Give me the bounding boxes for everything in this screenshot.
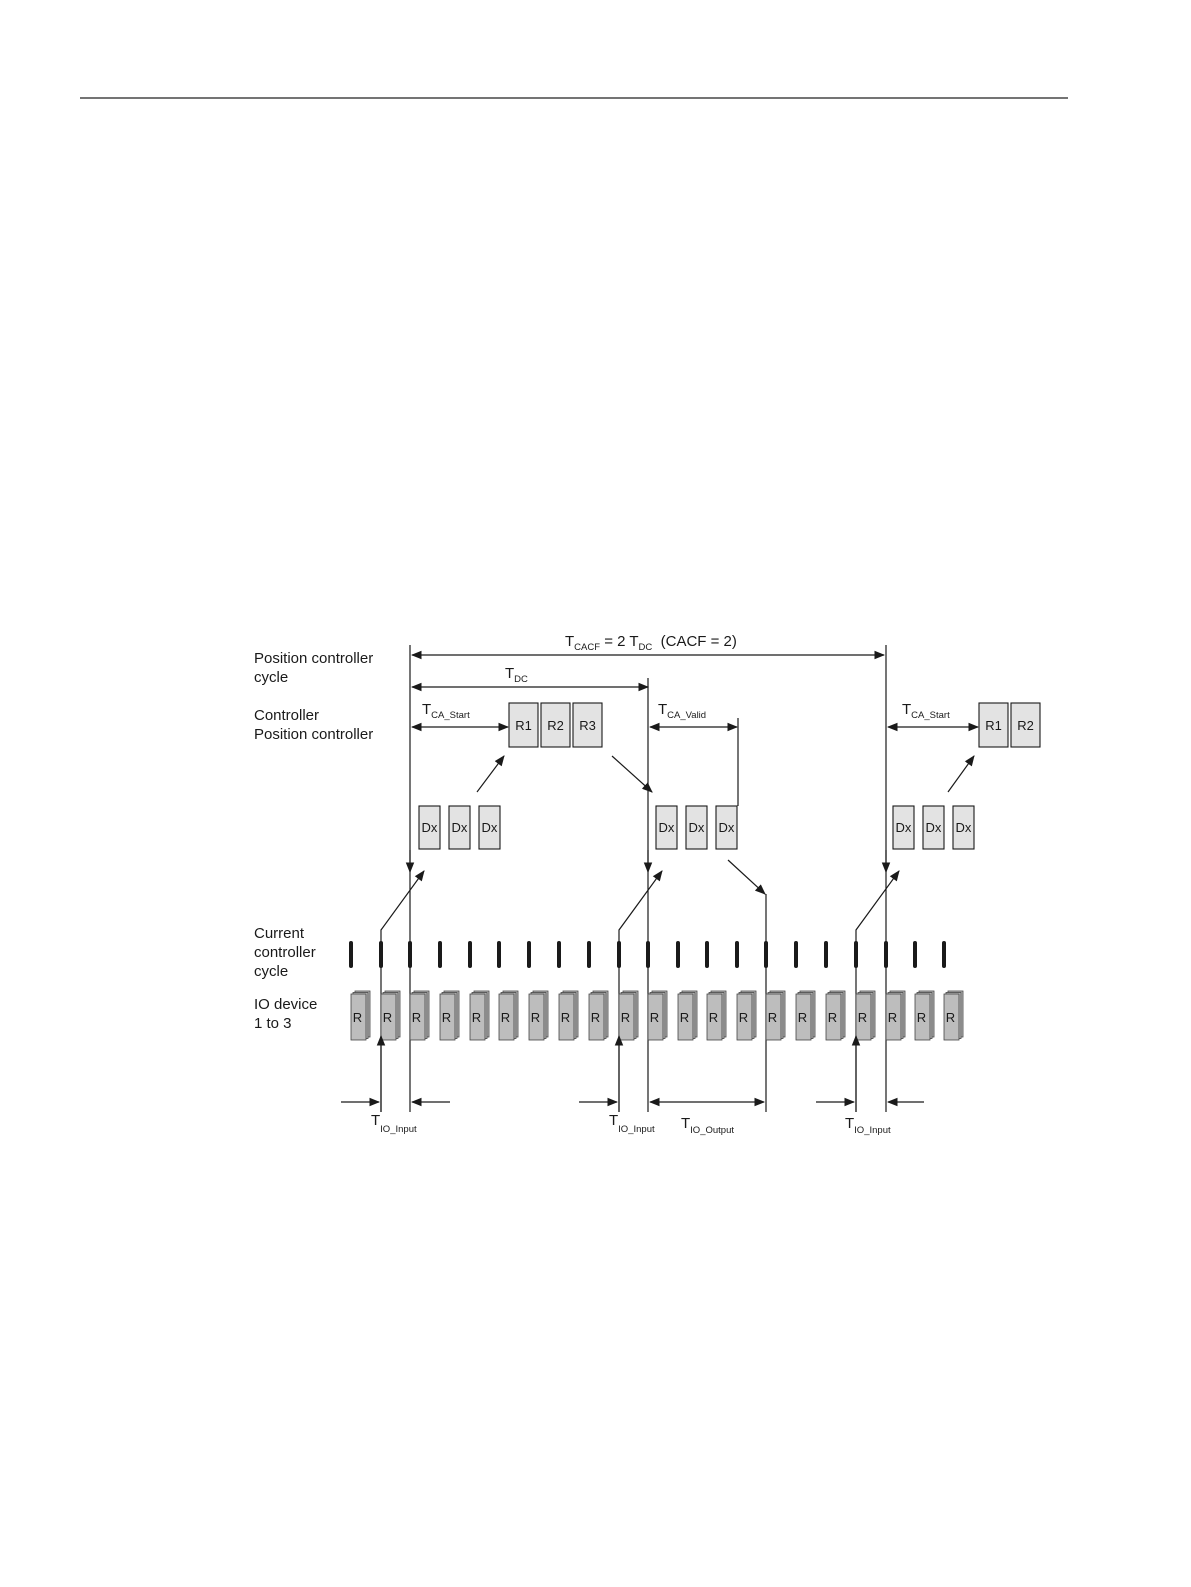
r-box-label: R [591,1010,600,1025]
r-box-label: R [917,1010,926,1025]
t-io-input-label-3: TIO_Input [845,1115,891,1136]
r-box-label: R [621,1010,630,1025]
r-box-label: R [858,1010,867,1025]
io-dimension-arrows [341,1036,924,1112]
r-box-label: R [442,1010,451,1025]
label-position-controller-cycle-2: cycle [254,669,288,686]
dx-boxes-group-1: Dx Dx Dx [419,806,500,849]
r-box-label: R [739,1010,748,1025]
r-box-label: R [353,1010,362,1025]
r-box-label: R [798,1010,807,1025]
dx-box-label: Dx [452,820,468,835]
r-stack: R [886,991,905,1040]
r-stack: R [440,991,459,1040]
flow-arrow-dx-to-r-3 [948,756,974,792]
row-labels: Position controller cycle Controller Pos… [254,650,373,1032]
r-stack: R [470,991,489,1040]
r-box-label: R [680,1010,689,1025]
label-io-device-2: 1 to 3 [254,1015,292,1032]
t-ca-valid-label: TCA_Valid [658,701,706,721]
r-box-label: R [828,1010,837,1025]
r-stack: R [529,991,548,1040]
label-current-2: controller [254,944,316,961]
r-box-label: R [709,1010,718,1025]
r-stack: R [944,991,963,1040]
t-io-output-label: TIO_Output [681,1115,734,1136]
r-box-label: R [561,1010,570,1025]
r-stack: R [766,991,785,1040]
r-stack: R [559,991,578,1040]
r-box-label: R [768,1010,777,1025]
flow-arrow-r-to-dx-2 [612,756,652,792]
controller-box-label: R2 [547,718,564,733]
r-box-label: R [531,1010,540,1025]
r-stack: R [619,991,638,1040]
r-stack: R [856,991,875,1040]
dx-box-label: Dx [482,820,498,835]
controller-boxes-group-2: R1 R2 [979,703,1040,747]
t-io-input-label-1: TIO_Input [371,1112,417,1135]
r-stack: R [648,991,667,1040]
label-controller-2: Position controller [254,726,373,743]
t-ca-start-label-2: TCA_Start [902,701,950,721]
dx-box-label: Dx [659,820,675,835]
controller-box-label: R2 [1017,718,1034,733]
label-position-controller-cycle-1: Position controller [254,650,373,667]
dx-box-label: Dx [422,820,438,835]
dx-boxes-group-2: Dx Dx Dx [656,806,737,849]
dx-box-label: Dx [719,820,735,835]
r-stack: R [351,991,370,1040]
r-stack: R [707,991,726,1040]
dx-boxes-group-3: Dx Dx Dx [893,806,974,849]
controller-boxes-group-1: R1 R2 R3 [509,703,602,747]
r-box-label: R [650,1010,659,1025]
label-io-device-1: IO device [254,996,317,1013]
controller-box-label: R3 [579,718,596,733]
r-stack: R [589,991,608,1040]
t-io-input-label-2: TIO_Input [609,1112,655,1135]
r-stack: R [410,991,429,1040]
t-ca-start-label-1: TCA_Start [422,701,470,721]
dx-box-label: Dx [926,820,942,835]
r-stack: R [499,991,518,1040]
dx-box-label: Dx [689,820,705,835]
label-current-1: Current [254,925,305,942]
r-box-label: R [946,1010,955,1025]
r-box-label: R [501,1010,510,1025]
r-stack: R [678,991,697,1040]
controller-box-label: R1 [515,718,532,733]
controller-box-label: R1 [985,718,1002,733]
t-cacf-label: TCACF = 2 TDC (CACF = 2) [565,633,737,653]
current-controller-ticks [351,943,944,966]
r-box-label: R [412,1010,421,1025]
r-stack: R [737,991,756,1040]
flow-arrow-dx-to-output [728,860,765,894]
r-stack: R [796,991,815,1040]
r-stack: R [826,991,845,1040]
label-controller-1: Controller [254,707,319,724]
dx-box-label: Dx [956,820,972,835]
t-dc-label: TDC [505,665,528,685]
r-box-label: R [888,1010,897,1025]
r-stack: R [915,991,934,1040]
r-box-label: R [383,1010,392,1025]
label-current-3: cycle [254,963,288,980]
dx-box-label: Dx [896,820,912,835]
flow-arrow-dx-to-r-1 [477,756,504,792]
r-box-label: R [472,1010,481,1025]
r-stack: R [381,991,400,1040]
